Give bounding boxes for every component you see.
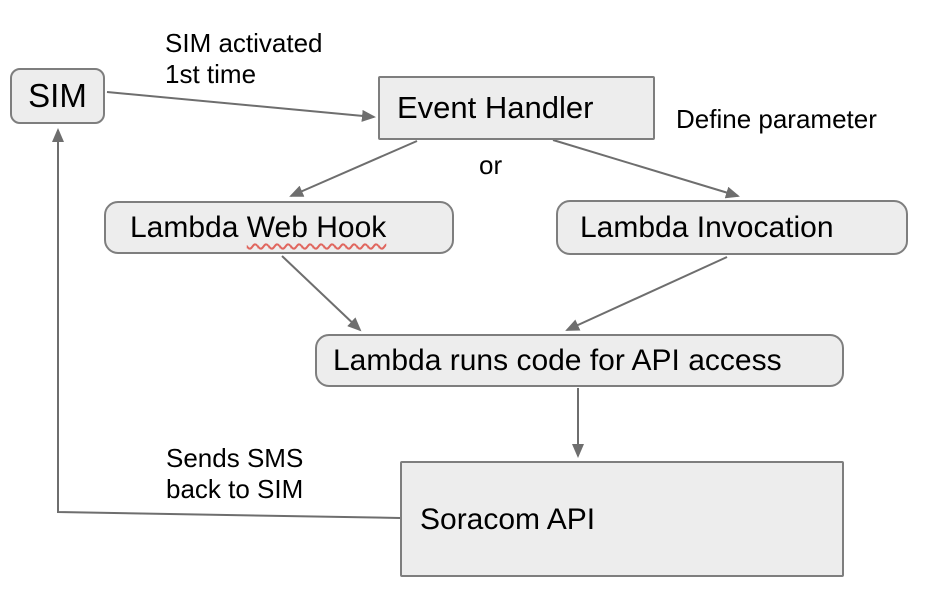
edge-event-handler-to-lambda-web-hook bbox=[289, 140, 418, 197]
node-sim-label: SIM bbox=[28, 76, 87, 114]
node-lambda-invocation: Lambda Invocation bbox=[556, 200, 908, 255]
label-sends-sms-line1: Sends SMS bbox=[166, 443, 304, 473]
node-soracom-api: Soracom API bbox=[400, 461, 844, 577]
node-lambda-runs-code: Lambda runs code for API access bbox=[315, 334, 844, 387]
label-sim-activated: SIM activated 1st time bbox=[165, 28, 323, 90]
node-soracom-api-label: Soracom API bbox=[420, 502, 596, 536]
edge-lambda-invocation-to-lambda-runs-code bbox=[565, 256, 728, 331]
label-sends-sms: Sends SMS back to SIM bbox=[166, 443, 303, 505]
node-lambda-web-hook-label: Lambda Web Hook bbox=[130, 211, 387, 244]
edge-sim-to-event-handler bbox=[106, 91, 376, 122]
node-lambda-runs-code-label: Lambda runs code for API access bbox=[333, 344, 782, 377]
label-sends-sms-line2: back to SIM bbox=[166, 474, 304, 504]
edge-event-handler-to-lambda-invocation bbox=[552, 139, 740, 199]
node-sim: SIM bbox=[10, 68, 105, 124]
label-define-parameter: Define parameter bbox=[676, 104, 877, 134]
spellcheck-underline: Web Hook bbox=[246, 211, 387, 244]
label-or: or bbox=[479, 150, 503, 180]
label-sim-activated-line1: SIM activated bbox=[165, 28, 323, 58]
label-sim-activated-line2: 1st time bbox=[165, 59, 257, 89]
edge-soracom-api-to-sim bbox=[52, 128, 401, 519]
node-lambda-web-hook: Lambda Web Hook bbox=[104, 201, 454, 254]
node-event-handler: Event Handler bbox=[378, 76, 655, 140]
edge-lambda-web-hook-to-lambda-runs-code bbox=[281, 255, 362, 332]
node-lambda-invocation-label: Lambda Invocation bbox=[580, 211, 834, 244]
node-event-handler-label: Event Handler bbox=[397, 89, 594, 125]
